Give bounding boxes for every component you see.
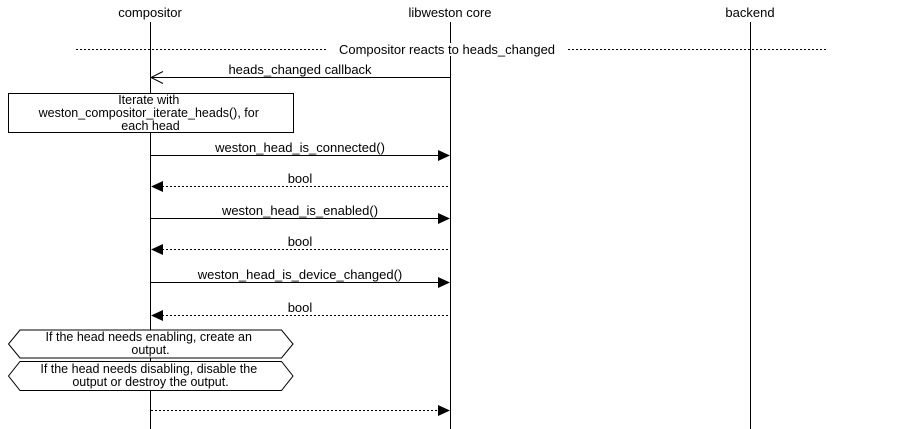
comment-label: Compositor reacts to heads_changed: [339, 42, 555, 57]
filled-arrowhead-icon: [151, 181, 163, 192]
message-bool-return-3: bool: [151, 300, 450, 321]
message-label: heads_changed callback: [228, 62, 372, 77]
filled-arrowhead-icon: [438, 150, 450, 161]
note-text-line: weston_compositor_iterate_heads(), for: [38, 106, 259, 120]
note-text: Iterate with weston_compositor_iterate_h…: [38, 93, 263, 133]
note-text-line: each head: [121, 119, 179, 133]
message-bool-return-2: bool: [151, 234, 450, 255]
condition-text-line: If the head needs enabling, create an: [46, 330, 252, 344]
condition-text: If the head needs enabling, create an ou…: [46, 330, 256, 357]
filled-arrowhead-icon: [438, 405, 450, 416]
message-weston-head-is-device-changed: weston_head_is_device_changed(): [151, 267, 450, 288]
message-weston-head-is-connected: weston_head_is_connected(): [151, 140, 450, 161]
message-label: bool: [288, 234, 313, 249]
comment-label-background: [328, 43, 566, 56]
condition-box: [7, 329, 294, 359]
message-label: weston_head_is_connected(): [214, 140, 385, 155]
condition-text: If the head needs disabling, disable the…: [40, 362, 260, 389]
actor-label-backend: backend: [725, 5, 774, 20]
filled-arrowhead-icon: [151, 244, 163, 255]
comment-separator: Compositor reacts to heads_changed: [76, 42, 826, 57]
condition-box: [7, 361, 294, 391]
filled-arrowhead-icon: [438, 213, 450, 224]
message-label: bool: [288, 171, 313, 186]
message-label: weston_head_is_device_changed(): [197, 267, 403, 282]
note-text-line: Iterate with: [118, 93, 179, 107]
condition-text-line: output or destroy the output.: [72, 375, 228, 389]
message-weston-head-is-enabled: weston_head_is_enabled(): [151, 203, 450, 224]
actor-label-libweston-core: libweston core: [408, 5, 491, 20]
condition-head-needs-disabling: If the head needs disabling, disable the…: [7, 361, 294, 391]
condition-text-line: If the head needs disabling, disable the: [40, 362, 257, 376]
message-heads-changed-callback: heads_changed callback: [149, 62, 450, 84]
note-iterate-heads: Iterate with weston_compositor_iterate_h…: [8, 93, 294, 133]
condition-head-needs-enabling: If the head needs enabling, create an ou…: [7, 329, 294, 359]
note-box: [8, 93, 294, 133]
actor-label-compositor: compositor: [118, 5, 182, 20]
filled-arrowhead-icon: [151, 310, 163, 321]
condition-text-line: output.: [131, 343, 169, 357]
message-label: weston_head_is_enabled(): [221, 203, 378, 218]
message-final-unlabeled: [151, 405, 450, 416]
filled-arrowhead-icon: [438, 277, 450, 288]
message-label: bool: [288, 300, 313, 315]
open-arrowhead-icon: [149, 71, 164, 84]
message-bool-return-1: bool: [151, 171, 450, 192]
